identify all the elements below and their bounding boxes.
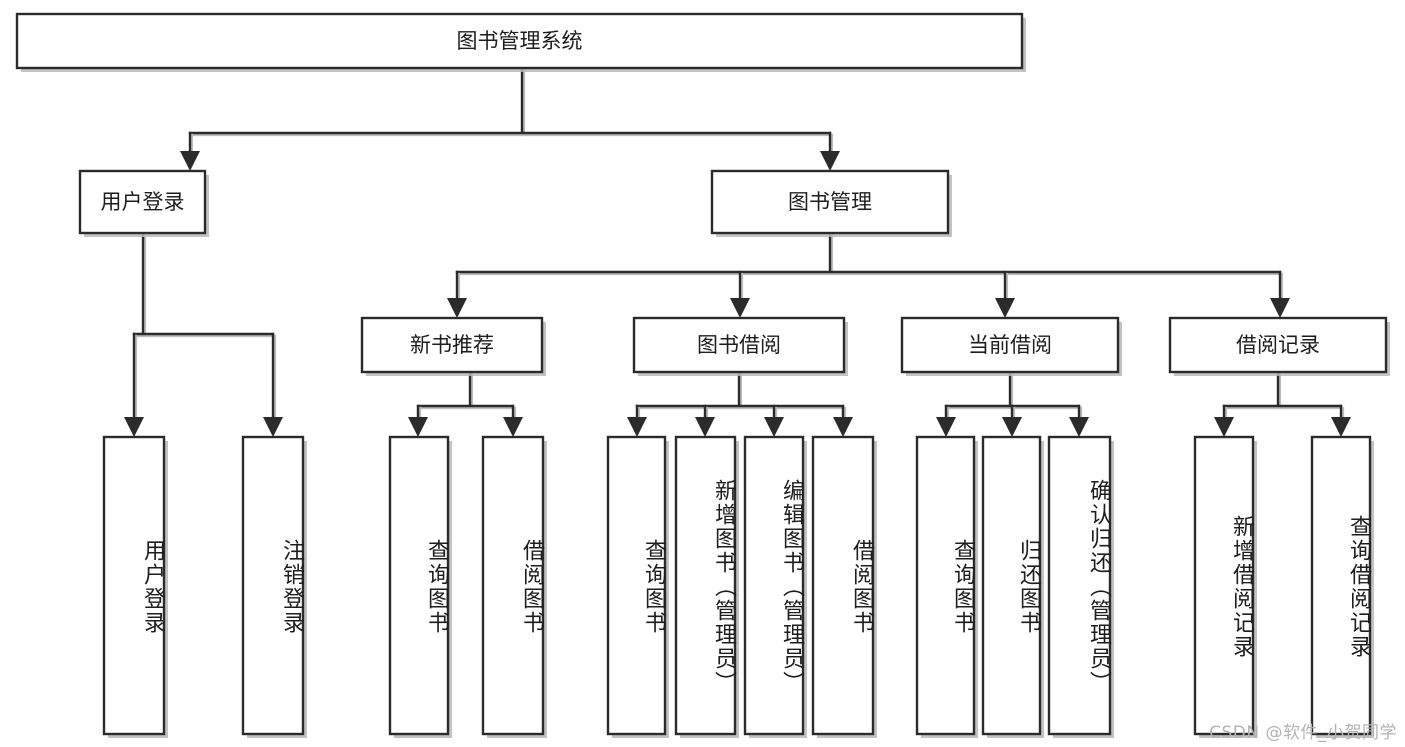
node-leaf-5[interactable] [674,435,737,736]
node-layer [15,12,1390,738]
node-leaf-6[interactable] [743,435,805,736]
group-0-to-leaf-0-head [408,417,428,437]
node-leaf-1[interactable] [241,435,305,736]
node-level2-0-label: 用户登录 [101,190,185,214]
root-to-level2-0-head [180,151,200,171]
node-leaf-12[interactable] [1310,435,1372,736]
node-leaf-9[interactable] [981,435,1042,736]
node-leaf-3[interactable] [481,435,545,736]
node-leaf-7[interactable] [811,435,875,736]
node-level2-1[interactable] [710,169,950,235]
book-to-level3-0-head [447,298,467,318]
node-level3-2[interactable] [900,316,1120,374]
group-0-to-leaf-1-head [503,417,523,437]
connector-layer [124,66,1351,437]
node-level3-2-label: 当前借阅 [968,333,1052,357]
group-2-to-leaf-1-head [1002,417,1022,437]
node-leaf-0[interactable] [102,435,166,736]
node-level3-3-label: 借阅记录 [1236,333,1320,357]
node-leaf-10[interactable] [1047,435,1112,736]
root-to-level2-1-head [820,151,840,171]
book-to-level3-1-head [730,298,750,318]
user-to-leaf-1-head [263,417,283,437]
user-to-leaf-0-head [124,417,144,437]
node-leaf-8[interactable] [915,435,976,736]
group-1-to-leaf-3-head [833,417,853,437]
node-level3-0-label: 新书推荐 [410,333,494,357]
book-to-level3-2-head [995,298,1015,318]
node-level3-0[interactable] [360,316,544,374]
csdn-watermark: CSDN @软件_小贺同学 [1209,723,1397,743]
group-2-to-leaf-0-head [936,417,956,437]
group-1-to-leaf-1-head [695,417,715,437]
book-to-level3-3-head [1270,298,1290,318]
group-3-to-leaf-1-head [1331,417,1351,437]
node-level2-0[interactable] [78,169,207,235]
node-level3-1-label: 图书借阅 [697,333,781,357]
node-level2-1-label: 图书管理 [788,190,872,214]
node-root-label: 图书管理系统 [457,29,583,53]
node-level3-3[interactable] [1168,316,1388,374]
group-1-to-leaf-2-head [764,417,784,437]
node-leaf-2[interactable] [388,435,450,736]
node-root[interactable] [15,12,1024,70]
node-leaf-11[interactable] [1193,435,1255,736]
node-leaf-4[interactable] [606,435,667,736]
group-3-to-leaf-0-head [1214,417,1234,437]
group-1-to-leaf-0-head [627,417,647,437]
node-level3-1[interactable] [632,316,846,374]
group-2-to-leaf-2-head [1069,417,1089,437]
